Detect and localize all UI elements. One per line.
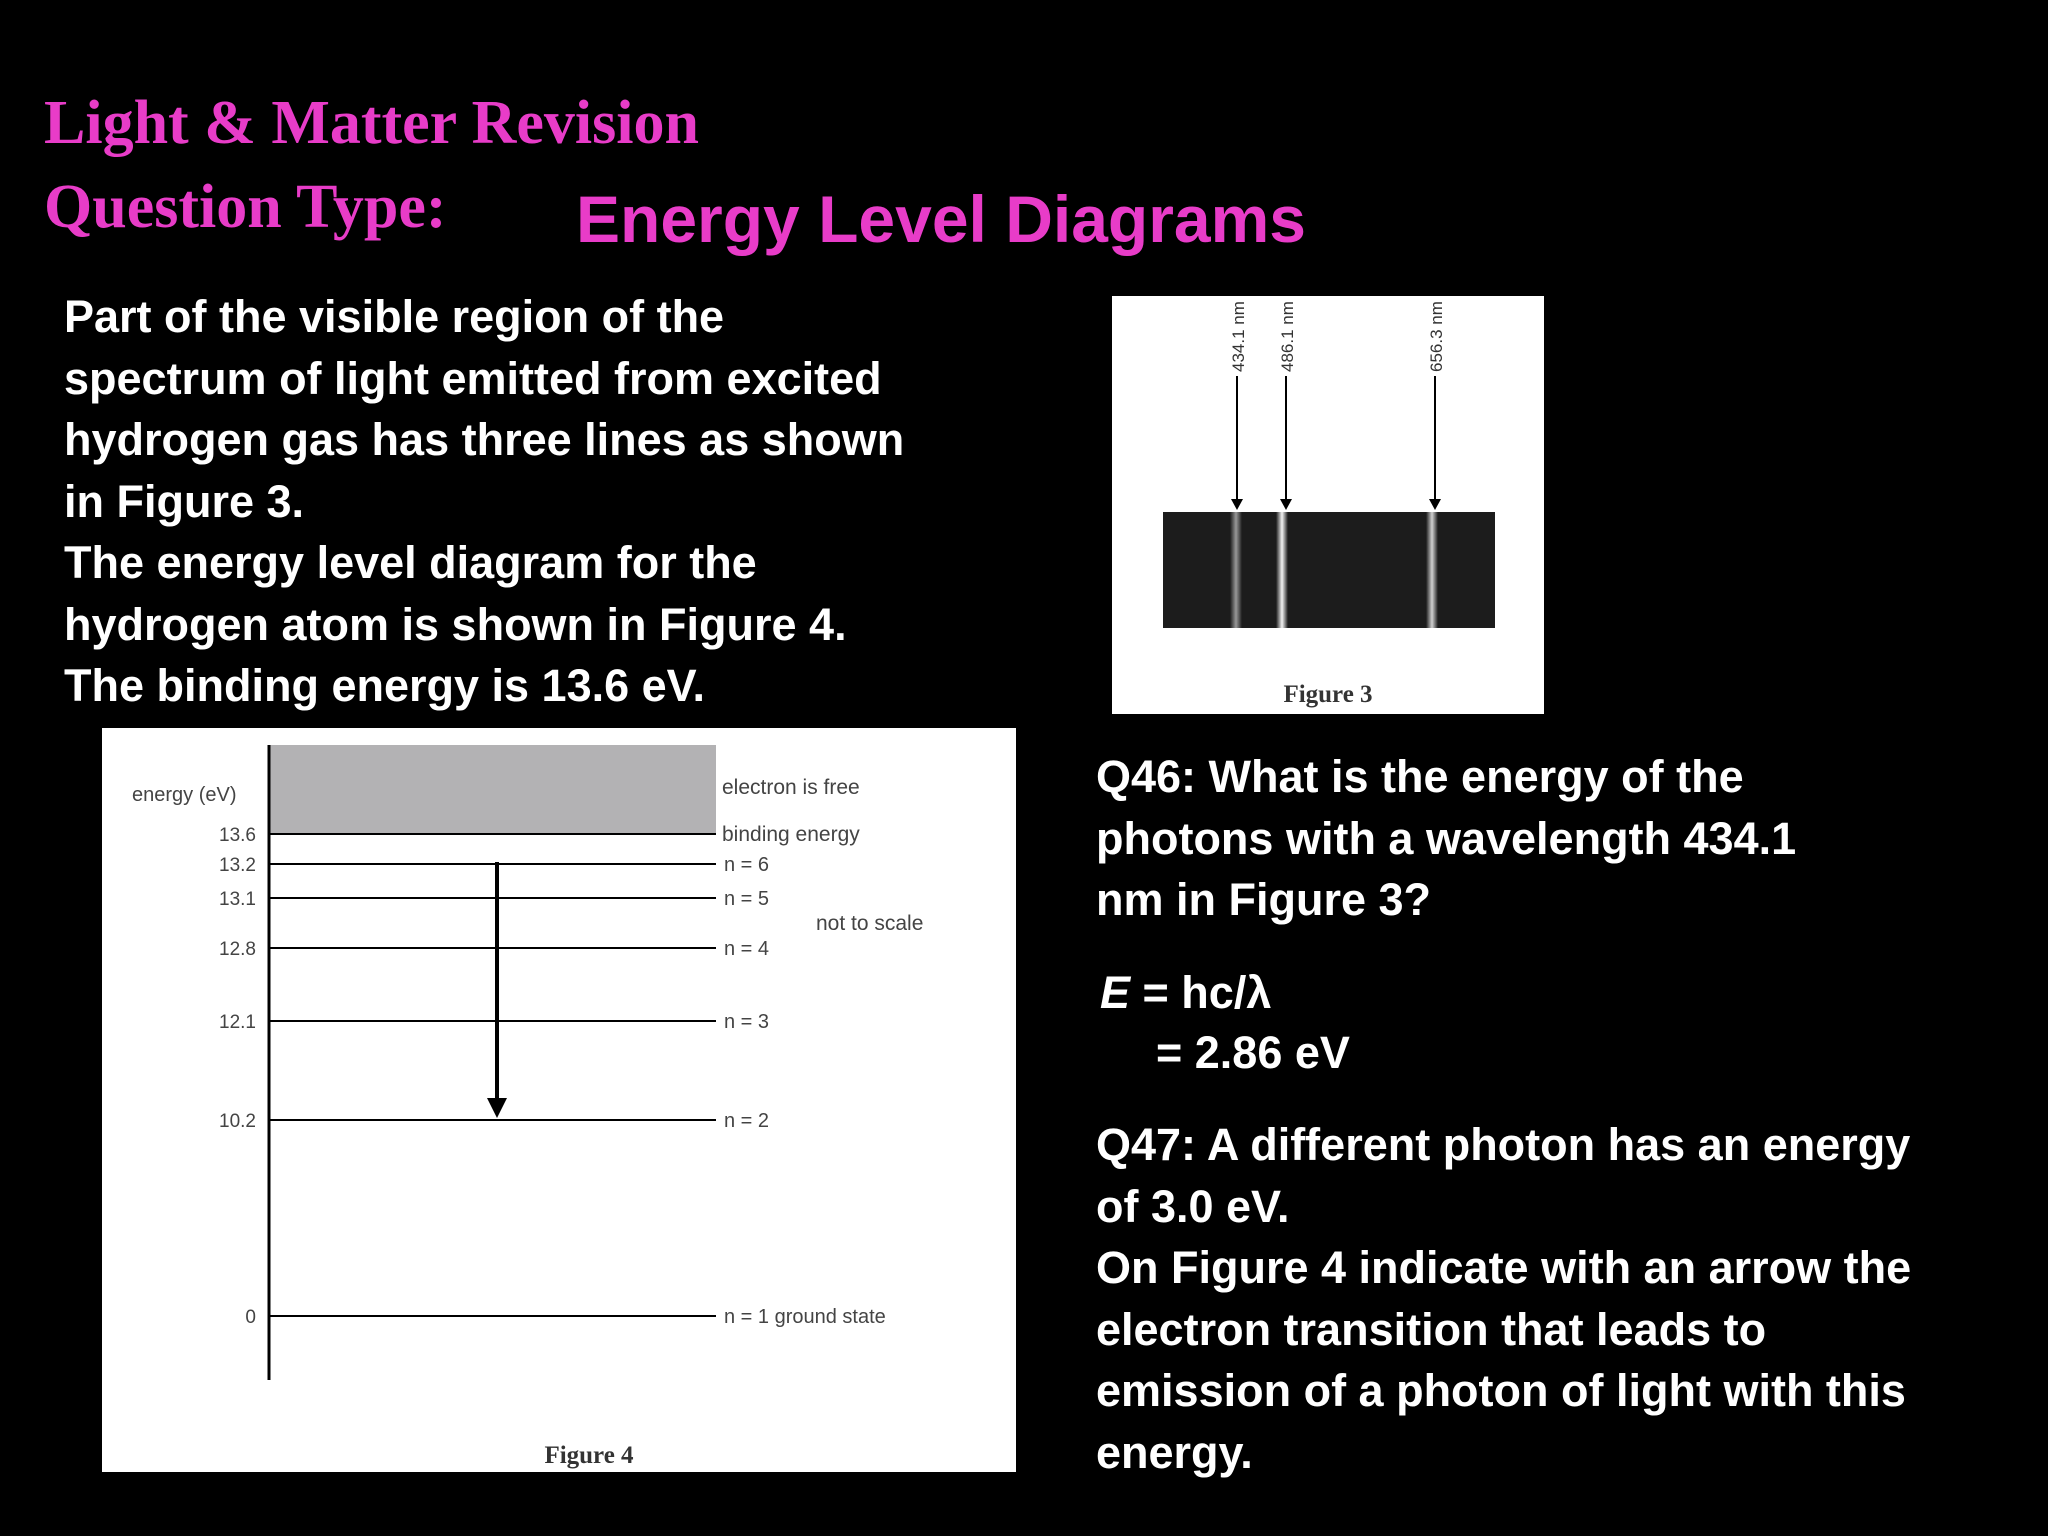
figure-4-caption: Figure 4 <box>544 1442 634 1469</box>
level-label-binding: binding energy <box>722 823 860 846</box>
level-label-n5: n = 5 <box>724 888 769 910</box>
arrowhead-434 <box>1231 499 1243 510</box>
level-energy-12-8: 12.8 <box>219 939 256 960</box>
intro-line: in Figure 3. <box>64 475 305 527</box>
formula-expression: = hc/λ <box>1130 967 1272 1018</box>
intro-line: spectrum of light emitted from excited <box>64 352 882 404</box>
level-energy-0: 0 <box>245 1307 256 1328</box>
q46-line: Q46: What is the energy of the <box>1096 751 1744 802</box>
spectrum-diagram: 434.1 nm 486.1 nm 656.3 nm Figure 3 <box>1163 301 1495 708</box>
question-46: Q46: What is the energy of the photons w… <box>1096 746 2016 931</box>
energy-axis-label: energy (eV) <box>132 784 237 806</box>
q47-line: of 3.0 eV. <box>1096 1180 1290 1232</box>
level-energy-13-6: 13.6 <box>219 825 256 846</box>
free-electron-region <box>270 745 716 834</box>
spectral-line-434 <box>1230 512 1242 628</box>
free-electron-label: electron is free <box>722 776 860 799</box>
q46-line: nm in Figure 3? <box>1096 874 1432 925</box>
spectral-line-486 <box>1276 512 1288 628</box>
formula-line: E = hc/λ <box>1100 962 1271 1024</box>
level-label-n4: n = 4 <box>724 938 769 960</box>
level-label-n6: n = 6 <box>724 854 769 876</box>
label-656: 656.3 nm <box>1427 301 1446 372</box>
figure-3-spectrum: 434.1 nm 486.1 nm 656.3 nm Figure 3 <box>1112 296 1544 714</box>
level-label-n2: n = 2 <box>724 1110 769 1132</box>
slide-subtitle: Energy Level Diagrams <box>576 182 1306 256</box>
q47-line: electron transition that leads to <box>1096 1303 1767 1355</box>
level-label-n1: n = 1 ground state <box>724 1306 886 1328</box>
slide-title: Light & Matter Revision <box>44 89 699 157</box>
answer-line: = 2.86 eV <box>1156 1027 1350 1078</box>
transition-arrowhead <box>487 1098 507 1118</box>
level-energy-12-1: 12.1 <box>219 1012 256 1033</box>
intro-text: Part of the visible region of the spectr… <box>64 286 1064 717</box>
question-47: Q47: A different photon has an energy of… <box>1096 1114 2041 1483</box>
q46-line: photons with a wavelength 434.1 <box>1096 812 1797 864</box>
spectral-line-656 <box>1426 512 1438 628</box>
q47-line: energy. <box>1096 1426 1253 1478</box>
intro-line: The binding energy is 13.6 eV. <box>64 660 706 711</box>
intro-line: hydrogen atom is shown in Figure 4. <box>64 598 847 650</box>
intro-line: The energy level diagram for the <box>64 537 757 588</box>
not-to-scale-note: not to scale <box>816 912 923 935</box>
energy-level-diagram: energy (eV) electron is free not to scal… <box>132 745 923 1469</box>
label-486: 486.1 nm <box>1278 301 1297 372</box>
level-label-n3: n = 3 <box>724 1011 769 1033</box>
intro-line: hydrogen gas has three lines as shown <box>64 414 905 465</box>
q47-line: On Figure 4 indicate with an arrow the <box>1096 1242 1912 1293</box>
level-energy-10-2: 10.2 <box>219 1111 256 1132</box>
figure-3-caption: Figure 3 <box>1283 681 1372 708</box>
figure-4-energy-levels: energy (eV) electron is free not to scal… <box>102 728 1016 1472</box>
label-434: 434.1 nm <box>1229 301 1248 372</box>
question-type-label: Question Type: <box>44 173 447 241</box>
level-energy-13-1: 13.1 <box>219 889 256 910</box>
formula-variable: E <box>1100 967 1131 1018</box>
spectrum-band <box>1163 512 1495 628</box>
arrowhead-486 <box>1280 499 1292 510</box>
q47-line: emission of a photon of light with this <box>1096 1365 1906 1416</box>
arrowhead-656 <box>1429 499 1441 510</box>
q47-line: Q47: A different photon has an energy <box>1096 1119 1911 1170</box>
level-energy-13-2: 13.2 <box>219 855 256 876</box>
intro-line: Part of the visible region of the <box>64 291 725 342</box>
